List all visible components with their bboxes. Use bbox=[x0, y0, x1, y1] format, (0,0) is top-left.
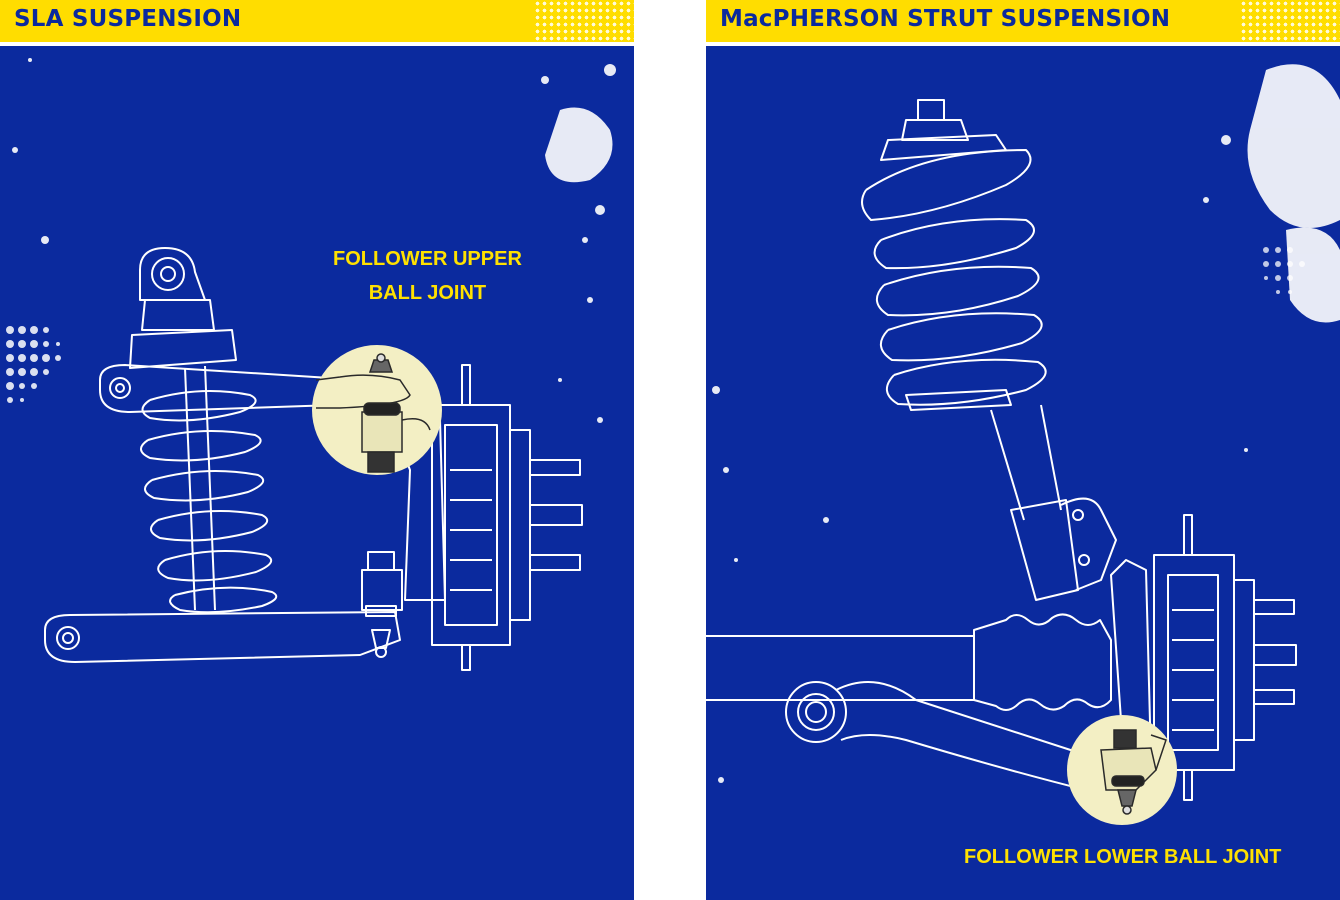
upper-ball-joint-highlight bbox=[312, 345, 442, 475]
macpherson-strut-diagram bbox=[706, 64, 1340, 825]
sla-line-art bbox=[44, 247, 583, 671]
callout-line-2: BALL JOINT bbox=[368, 282, 487, 304]
grunge-splatter bbox=[712, 64, 1340, 783]
sla-title: SLA SUSPENSION bbox=[14, 6, 242, 32]
macpherson-title: MacPHERSON STRUT SUSPENSION bbox=[720, 6, 1171, 32]
coil-spring bbox=[873, 218, 1047, 406]
banner-halftone bbox=[1240, 0, 1340, 42]
follower-upper-ball-joint-label: FOLLOWER UPPER BALL JOINT bbox=[333, 242, 522, 310]
sla-panel: SLA SUSPENSION bbox=[0, 0, 634, 900]
coil-spring bbox=[140, 390, 278, 614]
macpherson-panel: MacPHERSON STRUT SUSPENSION bbox=[706, 0, 1340, 900]
sla-suspension-diagram bbox=[6, 58, 616, 671]
grunge-splatter bbox=[12, 58, 616, 423]
halftone-dots bbox=[1263, 247, 1305, 294]
macpherson-title-banner: MacPHERSON STRUT SUSPENSION bbox=[706, 0, 1340, 42]
halftone-dots bbox=[6, 326, 61, 403]
banner-halftone bbox=[534, 0, 634, 42]
follower-lower-ball-joint-label: FOLLOWER LOWER BALL JOINT bbox=[964, 846, 1282, 868]
lower-ball-joint-highlight bbox=[1067, 715, 1177, 825]
callout-line-1: FOLLOWER UPPER bbox=[333, 248, 522, 270]
sla-title-banner: SLA SUSPENSION bbox=[0, 0, 634, 42]
macpherson-line-art bbox=[706, 99, 1297, 801]
